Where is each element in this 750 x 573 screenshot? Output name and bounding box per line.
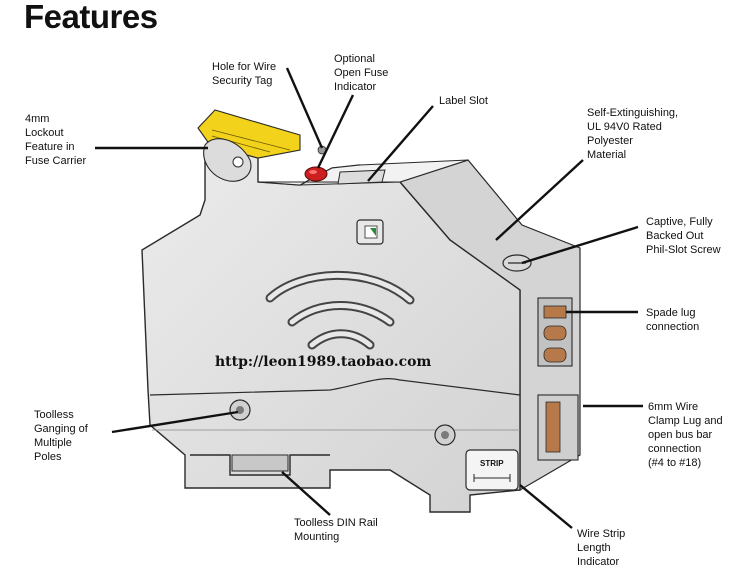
callout-strip: Wire Strip Length Indicator [577,528,626,568]
label-slot [337,169,386,185]
leader-din [281,471,331,516]
open-fuse-indicator [304,166,328,182]
leader-material [495,159,584,241]
leader-strip [519,484,573,529]
page-title: Features [24,0,158,35]
callout-indicator: Optional Open Fuse Indicator [334,53,389,93]
leader-screw [521,225,639,265]
callout-label-slot: Label Slot [439,95,488,107]
leader-ganging [111,410,239,434]
callout-lockout: 4mm Lockout Feature in Fuse Carrier [25,113,87,167]
leader-label-slot [367,105,434,182]
leader-indicator [316,94,355,169]
callout-clamp: 6mm Wire Clamp Lug and open bus bar conn… [648,401,723,469]
callout-material: Self-Extinguishing, UL 94V0 Rated Polyes… [587,107,679,161]
callout-din: Toolless DIN Rail Mounting [294,517,378,543]
din-rail-clip [190,454,330,476]
callout-screw: Captive, Fully Backed Out Phil-Slot Scre… [646,216,721,256]
callout-leaders [95,67,643,529]
strip-text: STRIP [480,459,504,468]
callout-hole: Hole for Wire Security Tag [212,61,277,87]
callout-spade: Spade lug connection [646,307,700,333]
wire-strip-indicator [465,449,519,491]
leader-hole [285,67,324,149]
watermark-text: http://leon1989.taobao.com [215,354,431,370]
lockout-knob [203,138,252,182]
callout-ganging: Toolless Ganging of Multiple Poles [34,409,88,463]
